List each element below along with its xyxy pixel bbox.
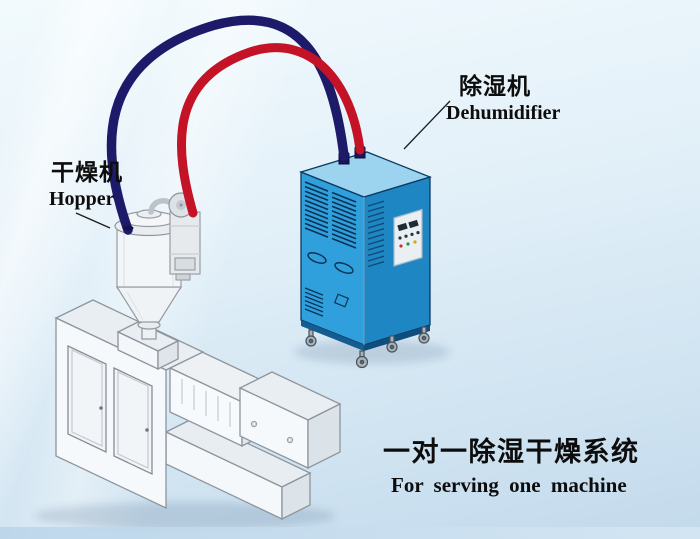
bolt <box>250 420 258 428</box>
hopper-dryer <box>114 209 184 323</box>
dehumidifier-control-panel <box>393 208 423 267</box>
hopper-pointer-line <box>75 212 111 229</box>
dehumidifier-pointer-line <box>403 100 451 150</box>
blower-foot <box>175 273 191 281</box>
display-screen <box>397 222 408 232</box>
heater-ribs <box>181 379 231 427</box>
dehumidifier-shadow <box>294 340 450 364</box>
display-screen <box>408 219 419 229</box>
hopper-label-cn: 干燥机 <box>51 159 123 185</box>
extruder-machine <box>54 299 342 521</box>
dehu-base-side <box>364 325 430 351</box>
cabinet-door-inner <box>71 348 103 448</box>
vent-grille-right <box>331 191 357 249</box>
system-caption-en: For serving one machine <box>391 473 627 497</box>
vent-grille-side <box>367 200 385 268</box>
blower-panel <box>174 257 196 271</box>
cabinet-door <box>113 366 153 476</box>
vent-grille-lower <box>304 287 324 317</box>
cabinet-door-inner <box>117 370 149 470</box>
lid-pipe-ring <box>122 225 134 231</box>
dehumidifier-cabinet <box>299 145 432 369</box>
dehumidifier-label-en: Dehumidifier <box>446 102 561 124</box>
head-side <box>307 402 341 470</box>
nameplate <box>333 293 350 308</box>
panel-buttons <box>398 231 420 248</box>
cabinet-door <box>67 344 107 454</box>
bolt <box>286 436 294 444</box>
cone-shade <box>126 291 144 321</box>
dry-air-pipe <box>177 43 365 218</box>
dehumidifier-label-cn: 除湿机 <box>459 73 531 99</box>
vent-grille-left <box>304 181 329 238</box>
caster-wheels <box>305 326 430 369</box>
oval-handle <box>334 262 354 274</box>
dehu-base-front <box>301 320 364 351</box>
return-air-pipe <box>106 15 349 235</box>
machine-base-side <box>281 471 311 521</box>
suction-duct <box>148 198 174 215</box>
door-handle <box>145 428 149 432</box>
blower-unit <box>148 192 201 281</box>
oval-handle <box>307 252 327 264</box>
system-caption-cn: 一对一除湿干燥系统 <box>383 437 640 467</box>
hopper-label-en: Hopper <box>49 188 115 210</box>
pedestal-side <box>157 339 179 371</box>
fan-axle <box>179 203 183 207</box>
door-handle <box>99 406 103 410</box>
